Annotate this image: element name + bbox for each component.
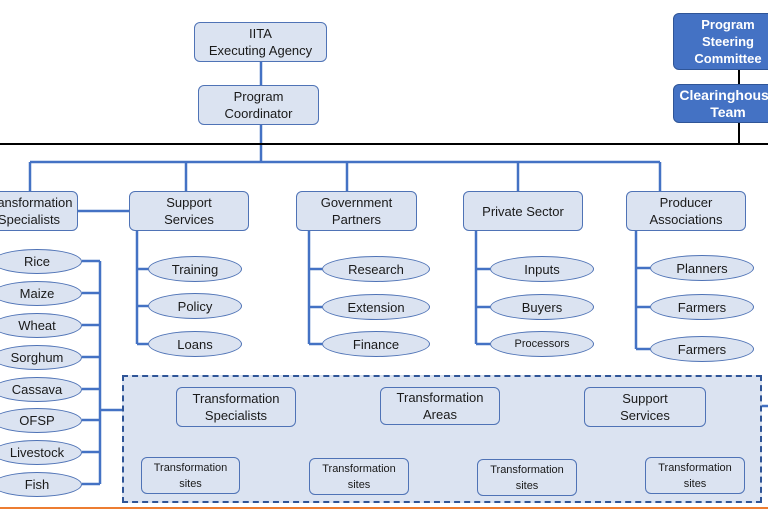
private-item: Buyers: [490, 294, 594, 320]
support-item: Training: [148, 256, 242, 282]
commodity-item: OFSP: [0, 408, 82, 433]
transformation-site: Transformation sites: [141, 457, 240, 494]
branch-transformation-specialists: Transformation Specialists: [0, 191, 78, 231]
steering-committee-box: Program Steering Committee: [673, 13, 768, 70]
clearinghouse-box: Clearinghouse Team: [673, 84, 768, 123]
commodity-item: Maize: [0, 281, 82, 306]
commodity-item: Fish: [0, 472, 82, 497]
transformation-site: Transformation sites: [309, 458, 409, 495]
producer-item: Farmers: [650, 294, 754, 320]
producer-item: Planners: [650, 255, 754, 281]
branch-producer-associations: Producer Associations: [626, 191, 746, 231]
branch-private-sector: Private Sector: [463, 191, 583, 231]
panel-support-services: Support Services: [584, 387, 706, 427]
government-item: Finance: [322, 331, 430, 357]
private-item: Inputs: [490, 256, 594, 282]
footer-accent-line: [0, 507, 768, 509]
branch-support-services: Support Services: [129, 191, 249, 231]
government-item: Extension: [322, 294, 430, 320]
panel-transformation-areas: Transformation Areas: [380, 387, 500, 425]
transformation-site: Transformation sites: [645, 457, 745, 494]
branch-government-partners: Government Partners: [296, 191, 417, 231]
commodity-item: Rice: [0, 249, 82, 274]
government-item: Research: [322, 256, 430, 282]
executing-agency-box: IITA Executing Agency: [194, 22, 327, 62]
producer-item: Farmers: [650, 336, 754, 362]
commodity-item: Wheat: [0, 313, 82, 338]
commodity-item: Livestock: [0, 440, 82, 465]
transformation-site: Transformation sites: [477, 459, 577, 496]
panel-transformation-specialists: Transformation Specialists: [176, 387, 296, 427]
commodity-item: Cassava: [0, 377, 82, 402]
private-item: Processors: [490, 331, 594, 357]
program-coordinator-box: Program Coordinator: [198, 85, 319, 125]
commodity-item: Sorghum: [0, 345, 82, 370]
support-item: Loans: [148, 331, 242, 357]
support-item: Policy: [148, 293, 242, 319]
